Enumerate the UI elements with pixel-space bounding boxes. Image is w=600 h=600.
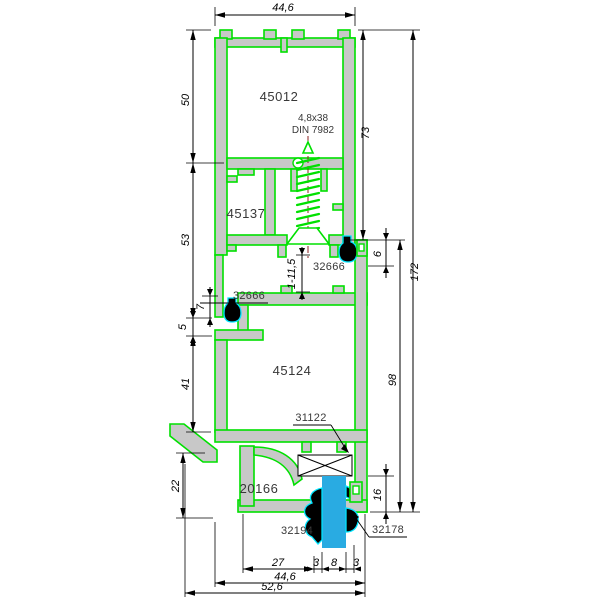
label-gasket-32666-left: 32666 [233,290,265,302]
dim-text-8: 8 [331,557,338,569]
label-profile-45012: 45012 [260,89,299,104]
dim-text-50: 50 [180,93,192,106]
label-gasket-32666-right: 32666 [313,261,345,273]
vent-left-wall [214,339,228,433]
profile-inner-wall [264,168,276,236]
profile-segment [263,29,277,40]
gasket-carrier-slot [352,485,360,495]
dimension-left-7: 7 [195,287,218,327]
profile-mid-web [226,157,344,170]
dimension-right-6: 6 [368,228,394,278]
gasket-32178-group [345,481,363,533]
dim-text-top-width: 44,6 [272,2,294,14]
dim-text-7: 7 [195,303,207,310]
screw-channel-wall [320,168,328,192]
profile-hook [226,175,238,183]
dimension-left-22: 22 [170,452,213,519]
dimension-right-16: 16 [368,464,394,524]
frame-profile-45012 [214,29,356,318]
profile-left-wall [214,37,228,256]
profile-right-wall [342,37,356,256]
vent-bottom-web [214,429,368,443]
profile-bottom-web [328,234,344,246]
vent-hook [332,285,345,294]
dim-text-53: 53 [180,233,192,246]
vent-right-wall [354,239,368,513]
screw-thread [295,156,321,234]
profile-segment [291,29,305,40]
dim-text-52: 52,6 [261,581,283,593]
dim-text-73: 73 [360,126,372,139]
vent-hook [301,441,312,453]
screw-tip [301,140,315,154]
label-32194: 32194 [281,525,313,537]
dimension-right-73: 73 [349,29,420,241]
dim-text-41: 41 [180,378,192,390]
vent-step-ledge [214,329,264,341]
label-31122: 31122 [295,412,326,424]
dim-text-3b: 3 [353,557,360,569]
label-profile-45137: 45137 [227,206,266,221]
dim-text-3a: 3 [313,557,320,569]
profile-gasket-leg [214,254,224,318]
label-32178: 32178 [372,524,404,536]
dimension-right-98: 98 [370,240,420,513]
dim-text-gap: 1-11,5 [286,258,298,289]
dimension-bottom-group: 27 3 8 3 44,6 52,6 [184,464,366,597]
vent-weather-leg [169,423,218,463]
dim-text-22: 22 [170,480,182,493]
gasket-32666-mid-left [223,297,242,323]
dimension-right-172: 172 [409,30,421,512]
gasket-32194 [303,487,323,545]
profile-segment [280,37,288,53]
dimension-left-50: 50 [180,29,224,164]
vent-hook [280,285,293,294]
profile-hook [277,244,287,258]
label-screw-din: DIN 7982 [292,125,335,136]
gasket-carrier-slot [358,243,365,252]
bead-wall [239,445,255,507]
label-profile-20166: 20166 [240,481,279,496]
screw [285,136,331,258]
dim-text-5: 5 [177,323,189,330]
profile-hook [237,168,255,176]
dim-text-172: 172 [409,263,421,281]
dim-text-98: 98 [387,373,399,386]
glass-pane [322,476,346,548]
setting-block-hatch [297,454,353,477]
dimension-left-41: 41 [180,336,211,433]
profile-hook [226,244,237,252]
screw-head [285,227,331,245]
glazing-bead-20166 [239,445,303,507]
profile-bottom-web [226,234,288,246]
screw-channel-wall [290,168,298,192]
dimension-left-53: 53 [180,163,212,319]
label-32178-group: 32178 [352,512,407,538]
gasket-32666-upper-right [338,235,358,263]
dimension-top-width: 44,6 [214,2,356,26]
dim-text-27: 27 [271,557,285,569]
dim-text-6: 6 [372,250,384,257]
gasket-32178-lower [345,507,359,533]
bead-nose [253,446,303,487]
dim-text-44: 44,6 [274,571,296,583]
label-gasket-32666-left-group: 32666 [200,290,268,304]
label-screw-size: 4,8x38 [298,113,328,124]
dim-text-16: 16 [372,488,384,501]
dimension-left-5: 5 [177,310,212,344]
profile-hook [329,244,339,258]
label-profile-45124: 45124 [273,363,312,378]
label-setting-block-group: 31122 [293,412,349,453]
dimension-gap: 1-11,5 [286,247,310,300]
profile-hook [332,203,344,211]
